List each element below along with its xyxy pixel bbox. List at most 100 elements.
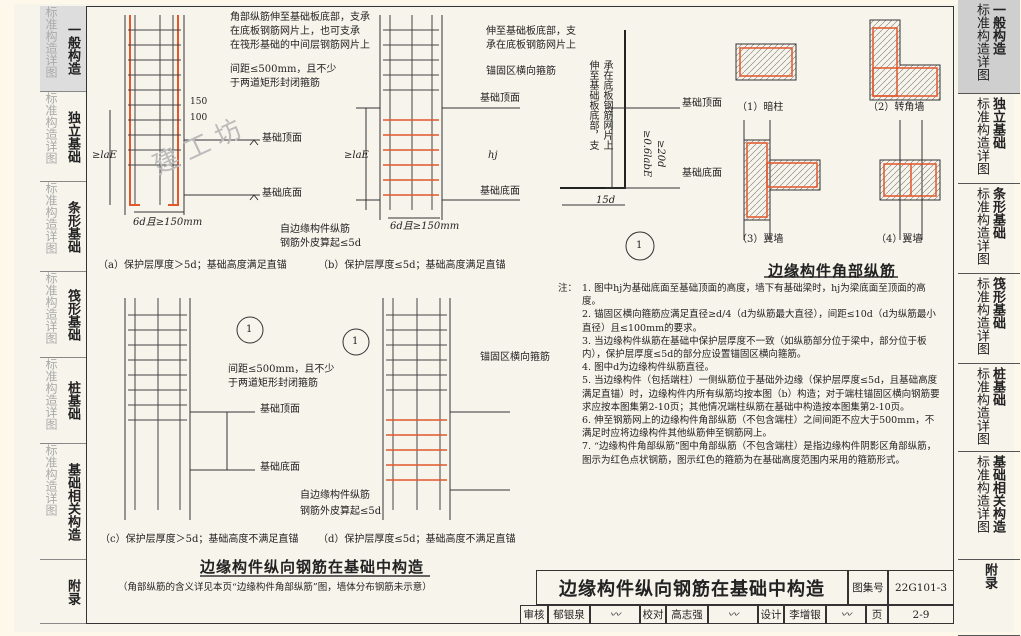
hook-dim-b: ≥20d <box>655 140 666 168</box>
left-tab-label: 独立基础 <box>65 110 80 163</box>
hook-detail <box>560 30 680 261</box>
left-tab-faint-label: 标准构造详图 <box>44 444 58 516</box>
left-tab-5[interactable]: 标准构造详图基础相关构造 <box>40 444 86 560</box>
left-tab-label: 基础相关构造 <box>65 462 80 541</box>
diagram-a-note-3: 在筏形基础的中间层钢筋网片上 <box>230 40 370 51</box>
checker-signature: 〰 <box>708 605 758 624</box>
diagram-c-top-label: 基础顶面 <box>260 404 300 415</box>
designer-name: 李增银 <box>784 605 826 624</box>
diagram-c-bottom-label: 基础底面 <box>260 462 300 473</box>
left-tab-0[interactable]: 标准构造详图一般构造 <box>40 6 86 92</box>
right-tab-label: 桩基础 <box>990 367 1005 406</box>
diagram-b-side-2: 钢筋外皮算起≤5d <box>280 238 362 249</box>
diagram-a-dim-150: 150 <box>190 97 208 107</box>
diagram-a-note-5: 于两道矩形封闭箍筋 <box>230 78 320 89</box>
note-item: 5. 当边缘构件（包括端柱）一侧纵筋位于基础外边缘（保护层厚度≤5d，且基础高度… <box>582 375 940 413</box>
left-tab-label: 条形基础 <box>65 200 80 253</box>
right-tab-0[interactable]: 标准构造详图一般构造 <box>958 0 1020 94</box>
left-tab-2[interactable]: 标准构造详图条形基础 <box>40 182 86 272</box>
diagram-d-circle: 1 <box>352 336 359 347</box>
diagram-b-section <box>356 15 520 220</box>
left-tab-faint-label: 标准构造详图 <box>44 6 58 78</box>
diagram-a-section <box>109 15 260 215</box>
check-label: 校对 <box>640 605 666 624</box>
diagram-c-note-1: 间距≤500mm，且不少 <box>228 364 335 375</box>
diagram-d-side-2: 钢筋外皮算起≤5d <box>300 506 382 517</box>
hook-vtext-1: 伸至基础板底部，支 <box>587 60 598 150</box>
diagram-a-anchor-dim: ≥laE <box>92 150 117 161</box>
notes-list: 1. 图中hj为基础底面至基础顶面的高度，墙下有基础梁时，hj为梁底面至顶面的高… <box>558 282 943 467</box>
corner-detail-1 <box>735 43 797 81</box>
main-figure-title: 边缘构件纵向钢筋在基础中构造 <box>200 558 425 576</box>
corner-detail-2 <box>869 19 941 101</box>
hook-bottom-label: 基础底面 <box>682 168 722 179</box>
left-tab-4[interactable]: 标准构造详图桩基础 <box>40 358 86 444</box>
left-tab-label: 一般构造 <box>65 22 80 75</box>
corner-label-3: （3）翼墙 <box>737 234 784 245</box>
right-tab-strip: 标准构造详图一般构造标准构造详图独立基础标准构造详图条形基础标准构造详图筏形基础… <box>958 0 1020 636</box>
right-tab-sub-label: 标准构造详图 <box>974 187 989 265</box>
hook-top-label: 基础顶面 <box>682 98 722 109</box>
right-tab-5[interactable]: 标准构造详图基础相关构造 <box>958 452 1020 560</box>
footnote: （角部纵筋的含义详见本页“边缘构件角部纵筋”图，墙体分布钢筋未示意） <box>118 582 432 593</box>
left-tab-faint-label: 标准构造详图 <box>44 272 58 344</box>
diagram-a-bottom-label: 基础底面 <box>262 188 302 199</box>
notes-block: 注： 1. 图中hj为基础底面至基础顶面的高度，墙下有基础梁时，hj为梁底面至顶… <box>558 282 943 467</box>
corner-label-2: （2）转角墙 <box>868 102 925 113</box>
right-tab-label: 筏形基础 <box>990 277 1005 329</box>
diagram-a-note-1: 角部纵筋伸至基础板底部，支承 <box>230 12 370 23</box>
diagram-b-anchor-dim: ≥laE <box>344 150 369 161</box>
diagram-c-note-2: 于两道矩形封闭箍筋 <box>228 378 318 389</box>
left-tab-label: 桩基础 <box>65 381 80 420</box>
atlas-label: 图集号 <box>848 570 888 605</box>
right-tab-sub-label: 标准构造详图 <box>974 97 989 175</box>
note-item: 3. 当边缘构件纵筋在基础中保护层厚度不一致（如纵筋部分位于梁中，部分位于板内）… <box>582 335 927 361</box>
corner-detail-title: 边缘构件角部纵筋 <box>768 262 897 280</box>
left-tab-6[interactable]: 附录 <box>40 560 86 624</box>
reviewer-name: 郁银泉 <box>548 605 590 624</box>
note-item: 4. 图中d为边缘构件纵筋直径。 <box>582 362 715 374</box>
right-tab-label: 一般构造 <box>990 3 1005 55</box>
diagram-b-bottom-label: 基础底面 <box>480 186 520 197</box>
review-label: 审核 <box>520 605 548 624</box>
note-item: 2. 锚固区横向箍筋应满足直径≥d/4（d为纵筋最大直径），间距≤10d（d为纵… <box>582 309 936 334</box>
corner-label-4: （4）翼墙 <box>876 234 923 245</box>
diagram-a-top-label: 基础顶面 <box>262 133 302 144</box>
right-tab-1[interactable]: 标准构造详图独立基础 <box>958 94 1020 184</box>
left-tab-label: 筏形基础 <box>65 288 80 341</box>
left-tab-faint-label: 标准构造详图 <box>44 182 58 254</box>
diagram-d-section <box>342 298 510 520</box>
designer-signature: 〰 <box>826 605 866 624</box>
right-tab-sub-label: 标准构造详图 <box>974 367 989 445</box>
hook-dim-a: ≥0.6labE <box>641 130 652 178</box>
hook-vtext-2: 承在底板钢筋网片上 <box>601 60 612 150</box>
right-tab-label: 条形基础 <box>990 187 1005 239</box>
title-block-title: 边缘构件纵向钢筋在基础中构造 <box>536 570 848 605</box>
diagram-b-side-1: 自边缘构件纵筋 <box>280 224 350 235</box>
left-tab-1[interactable]: 标准构造详图独立基础 <box>40 92 86 182</box>
diagram-b-h-dim: hj <box>488 150 498 161</box>
corner-detail-3 <box>743 120 821 240</box>
right-tab-4[interactable]: 标准构造详图桩基础 <box>958 364 1020 452</box>
right-tab-sub-label: 标准构造详图 <box>974 3 989 81</box>
right-tab-2[interactable]: 标准构造详图条形基础 <box>958 184 1020 274</box>
right-tab-sub-label: 标准构造详图 <box>974 277 989 355</box>
diagram-b-note-2: 承在底板钢筋网片上 <box>486 40 576 51</box>
diagram-b-caption: （b）保护层厚度≤5d；基础高度满足直锚 <box>318 260 506 271</box>
right-tab-3[interactable]: 标准构造详图筏形基础 <box>958 274 1020 364</box>
reviewer-signature: 〰 <box>590 605 640 624</box>
diagram-b-top-label: 基础顶面 <box>480 93 520 104</box>
checker-name: 高志强 <box>666 605 708 624</box>
left-tab-strip: 标准构造详图一般构造标准构造详图独立基础标准构造详图条形基础标准构造详图筏形基础… <box>40 6 86 624</box>
right-tab-sub-label: 标准构造详图 <box>974 455 989 533</box>
note-item: 7. “边缘构件角部纵筋”图中角部纵筋（不包含端柱）是指边缘构件阴影区角部纵筋，… <box>582 441 937 466</box>
diagram-b-hook-dim: 6d且≥150mm <box>390 221 460 232</box>
diagram-c-circle: 1 <box>246 324 253 335</box>
diagram-d-caption: （d）保护层厚度≤5d；基础高度不满足直锚 <box>318 534 516 545</box>
hook-dim-15d: 15d <box>596 195 616 206</box>
diagram-a-dim-100: 100 <box>190 113 208 123</box>
left-tab-faint-label: 标准构造详图 <box>44 358 58 430</box>
left-tab-3[interactable]: 标准构造详图筏形基础 <box>40 272 86 358</box>
page-label: 页 <box>866 605 888 624</box>
